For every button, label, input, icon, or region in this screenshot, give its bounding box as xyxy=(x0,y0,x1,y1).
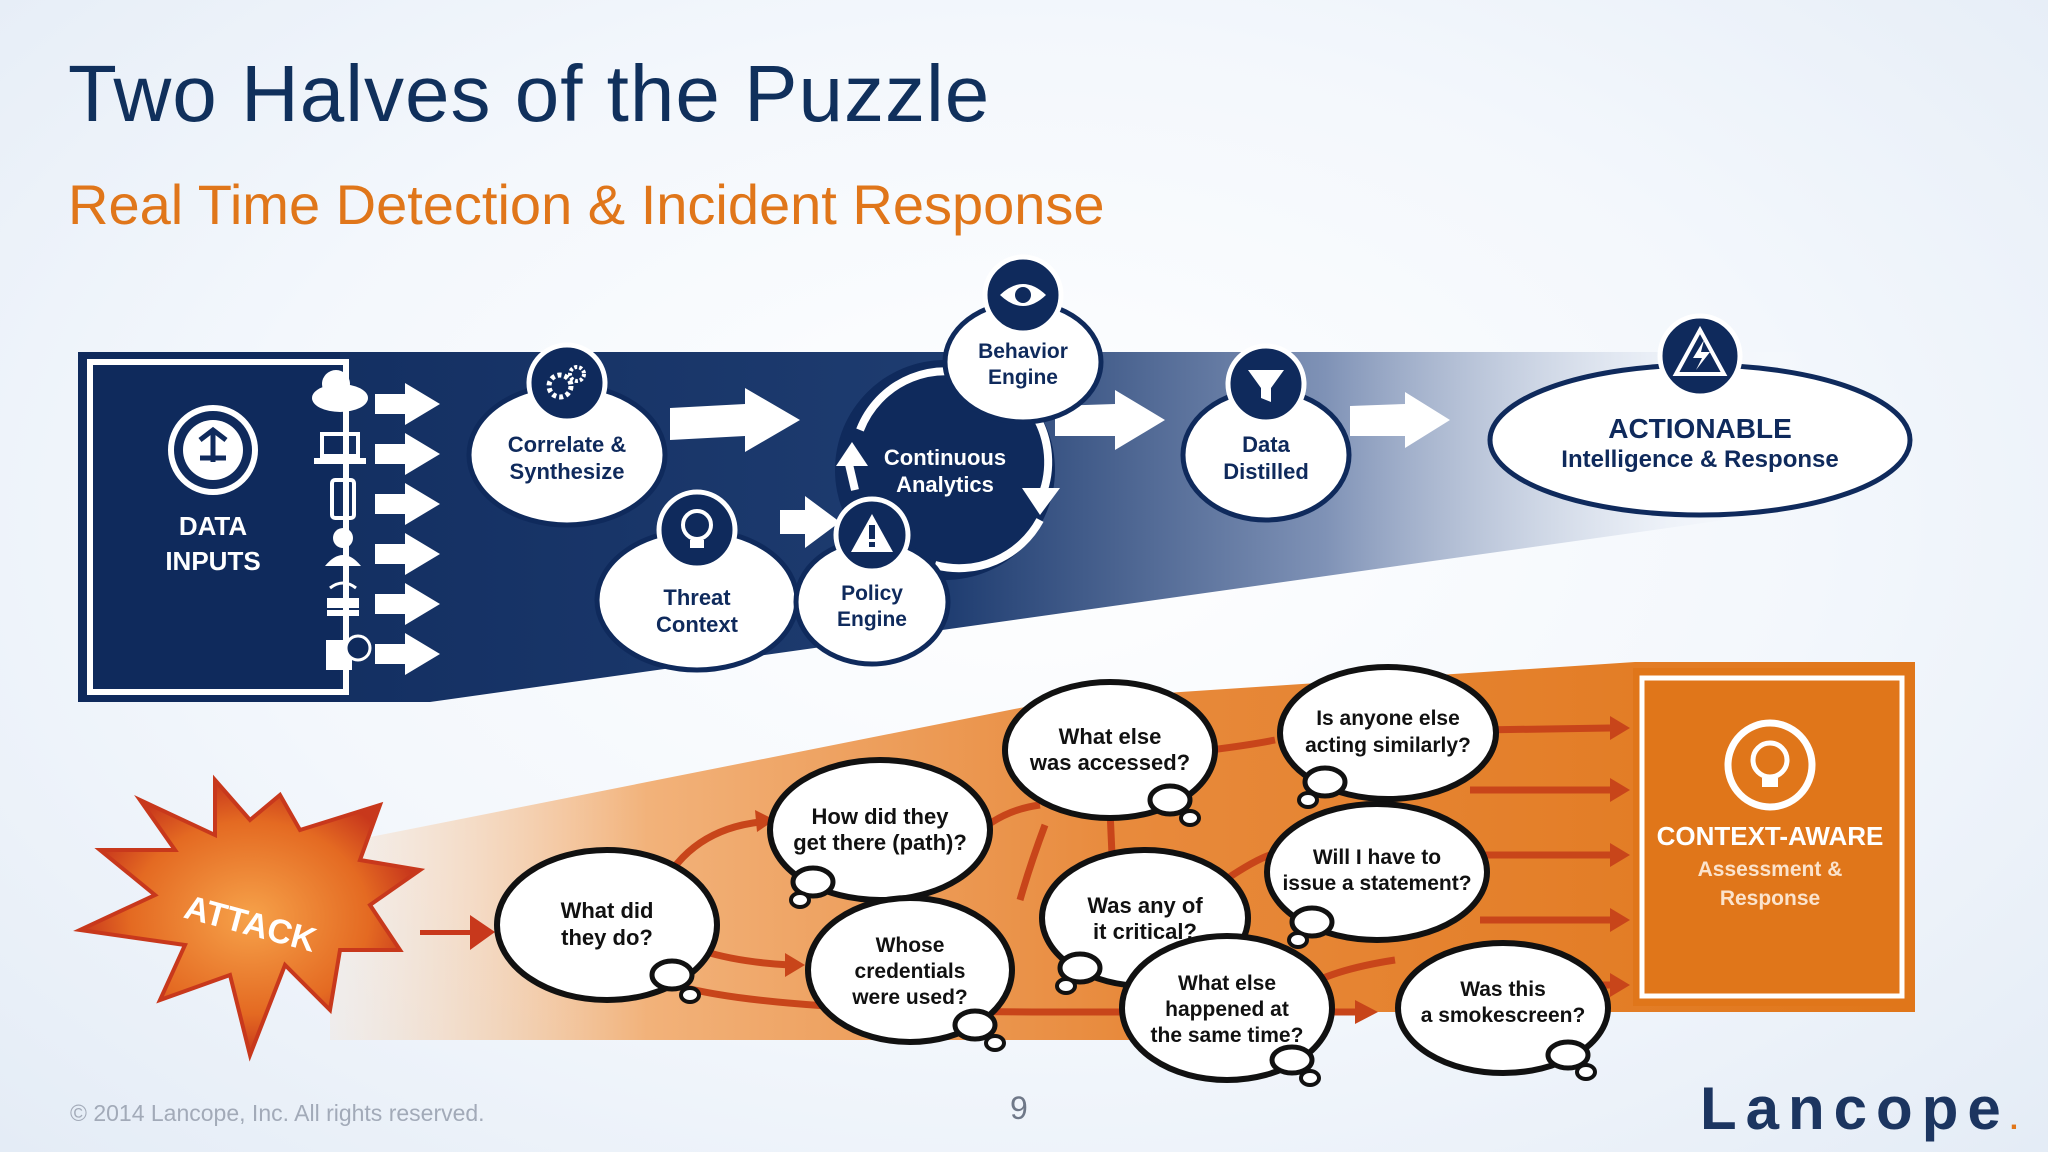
q7-line-1: Is anyone else xyxy=(1316,707,1460,730)
lancope-logo: Lancope. xyxy=(1700,1074,2018,1143)
filter-icon xyxy=(1248,370,1284,402)
lightbulb-icon xyxy=(1750,740,1790,787)
threat-label-1: Threat xyxy=(663,585,731,610)
q6-line-3: the same time? xyxy=(1151,1024,1304,1047)
distilled-label-2: Distilled xyxy=(1223,459,1309,484)
behavior-node xyxy=(942,254,1104,425)
user-icon xyxy=(325,528,361,566)
q5-line-1: Was any of xyxy=(1087,893,1203,918)
question-bubble-q7 xyxy=(1277,664,1499,809)
flow-arrows xyxy=(670,388,1450,548)
threat-label-2: Context xyxy=(656,612,739,637)
q7-line-2: acting similarly? xyxy=(1305,734,1471,757)
q3-line-2: credentials xyxy=(855,960,966,983)
lightbulb-icon xyxy=(681,509,713,548)
gears-icon xyxy=(546,365,586,400)
q5-line-2: it critical? xyxy=(1093,919,1197,944)
question-bubble-q3 xyxy=(805,895,1015,1052)
q1-line-1: What did xyxy=(561,898,654,923)
q8-line-1: Will I have to xyxy=(1313,846,1441,869)
q2-line-2: get there (path)? xyxy=(793,830,967,855)
q1-line-2: they do? xyxy=(561,925,653,950)
distilled-node xyxy=(1180,343,1352,523)
connector-arrowheads xyxy=(755,716,1630,1024)
actionable-label-2: Intelligence & Response xyxy=(1561,446,1838,473)
question-bubble-q1 xyxy=(494,847,720,1004)
copyright-text: © 2014 Lancope, Inc. All rights reserved… xyxy=(70,1100,485,1126)
continuous-label-1: Continuous xyxy=(884,445,1006,470)
mobile-icon xyxy=(330,478,356,520)
eye-icon xyxy=(1000,284,1046,306)
context-aware-label-1: CONTEXT-AWARE xyxy=(1657,821,1884,851)
context-aware-box xyxy=(1633,668,1911,1006)
data-inputs-label-1: DATA xyxy=(179,511,248,541)
logo-text: Lancope xyxy=(1700,1075,2010,1142)
logo-mark: . xyxy=(2009,1103,2019,1136)
question-bubble-q9 xyxy=(1395,940,1611,1081)
policy-label-2: Engine xyxy=(837,608,907,631)
page-title: Two Halves of the Puzzle xyxy=(68,49,991,138)
continuous-label-2: Analytics xyxy=(896,472,994,497)
page-number: 9 xyxy=(1010,1090,1028,1126)
warning-icon xyxy=(851,514,893,552)
q4-line-1: What else xyxy=(1059,724,1162,749)
page-subtitle: Real Time Detection & Incident Response xyxy=(68,173,1105,236)
bolt-icon xyxy=(1672,325,1728,376)
actionable-node xyxy=(1487,313,1913,518)
distilled-label-1: Data xyxy=(1242,432,1290,457)
firewall-icon xyxy=(326,634,372,670)
cloud-icon xyxy=(312,370,368,412)
q9-line-1: Was this xyxy=(1460,978,1546,1001)
q6-line-2: happened at xyxy=(1165,998,1289,1021)
q3-line-1: Whose xyxy=(876,934,945,957)
policy-node xyxy=(793,496,951,667)
attack-burst xyxy=(73,774,495,1062)
context-aware-label-3: Response xyxy=(1720,887,1820,910)
behavior-label-1: Behavior xyxy=(978,340,1068,363)
q2-line-1: How did they xyxy=(812,804,950,829)
q8-line-2: issue a statement? xyxy=(1282,872,1471,895)
q4-line-2: was accessed? xyxy=(1029,750,1190,775)
correlate-label-2: Synthesize xyxy=(510,459,625,484)
data-inputs-frame xyxy=(87,359,349,695)
input-arrows xyxy=(375,383,440,675)
actionable-label-1: ACTIONABLE xyxy=(1608,413,1792,444)
policy-label-1: Policy xyxy=(841,582,903,605)
source-icons xyxy=(312,370,372,670)
q6-line-1: What else xyxy=(1178,972,1276,995)
threat-node xyxy=(594,489,800,673)
wifi-device-icon xyxy=(327,581,359,616)
question-bubble-q6 xyxy=(1119,933,1335,1087)
data-inputs-icon xyxy=(168,405,258,495)
context-aware-label-2: Assessment & xyxy=(1698,858,1843,881)
behavior-label-2: Engine xyxy=(988,366,1058,389)
correlate-node xyxy=(466,342,668,528)
laptop-icon xyxy=(314,432,366,464)
data-inputs-label-2: INPUTS xyxy=(165,546,260,576)
question-bubble-q8 xyxy=(1264,801,1490,949)
question-bubble-q4 xyxy=(1002,679,1218,827)
q3-line-3: were used? xyxy=(851,986,968,1009)
q9-line-2: a smokescreen? xyxy=(1421,1004,1586,1027)
correlate-label-1: Correlate & xyxy=(508,432,627,457)
